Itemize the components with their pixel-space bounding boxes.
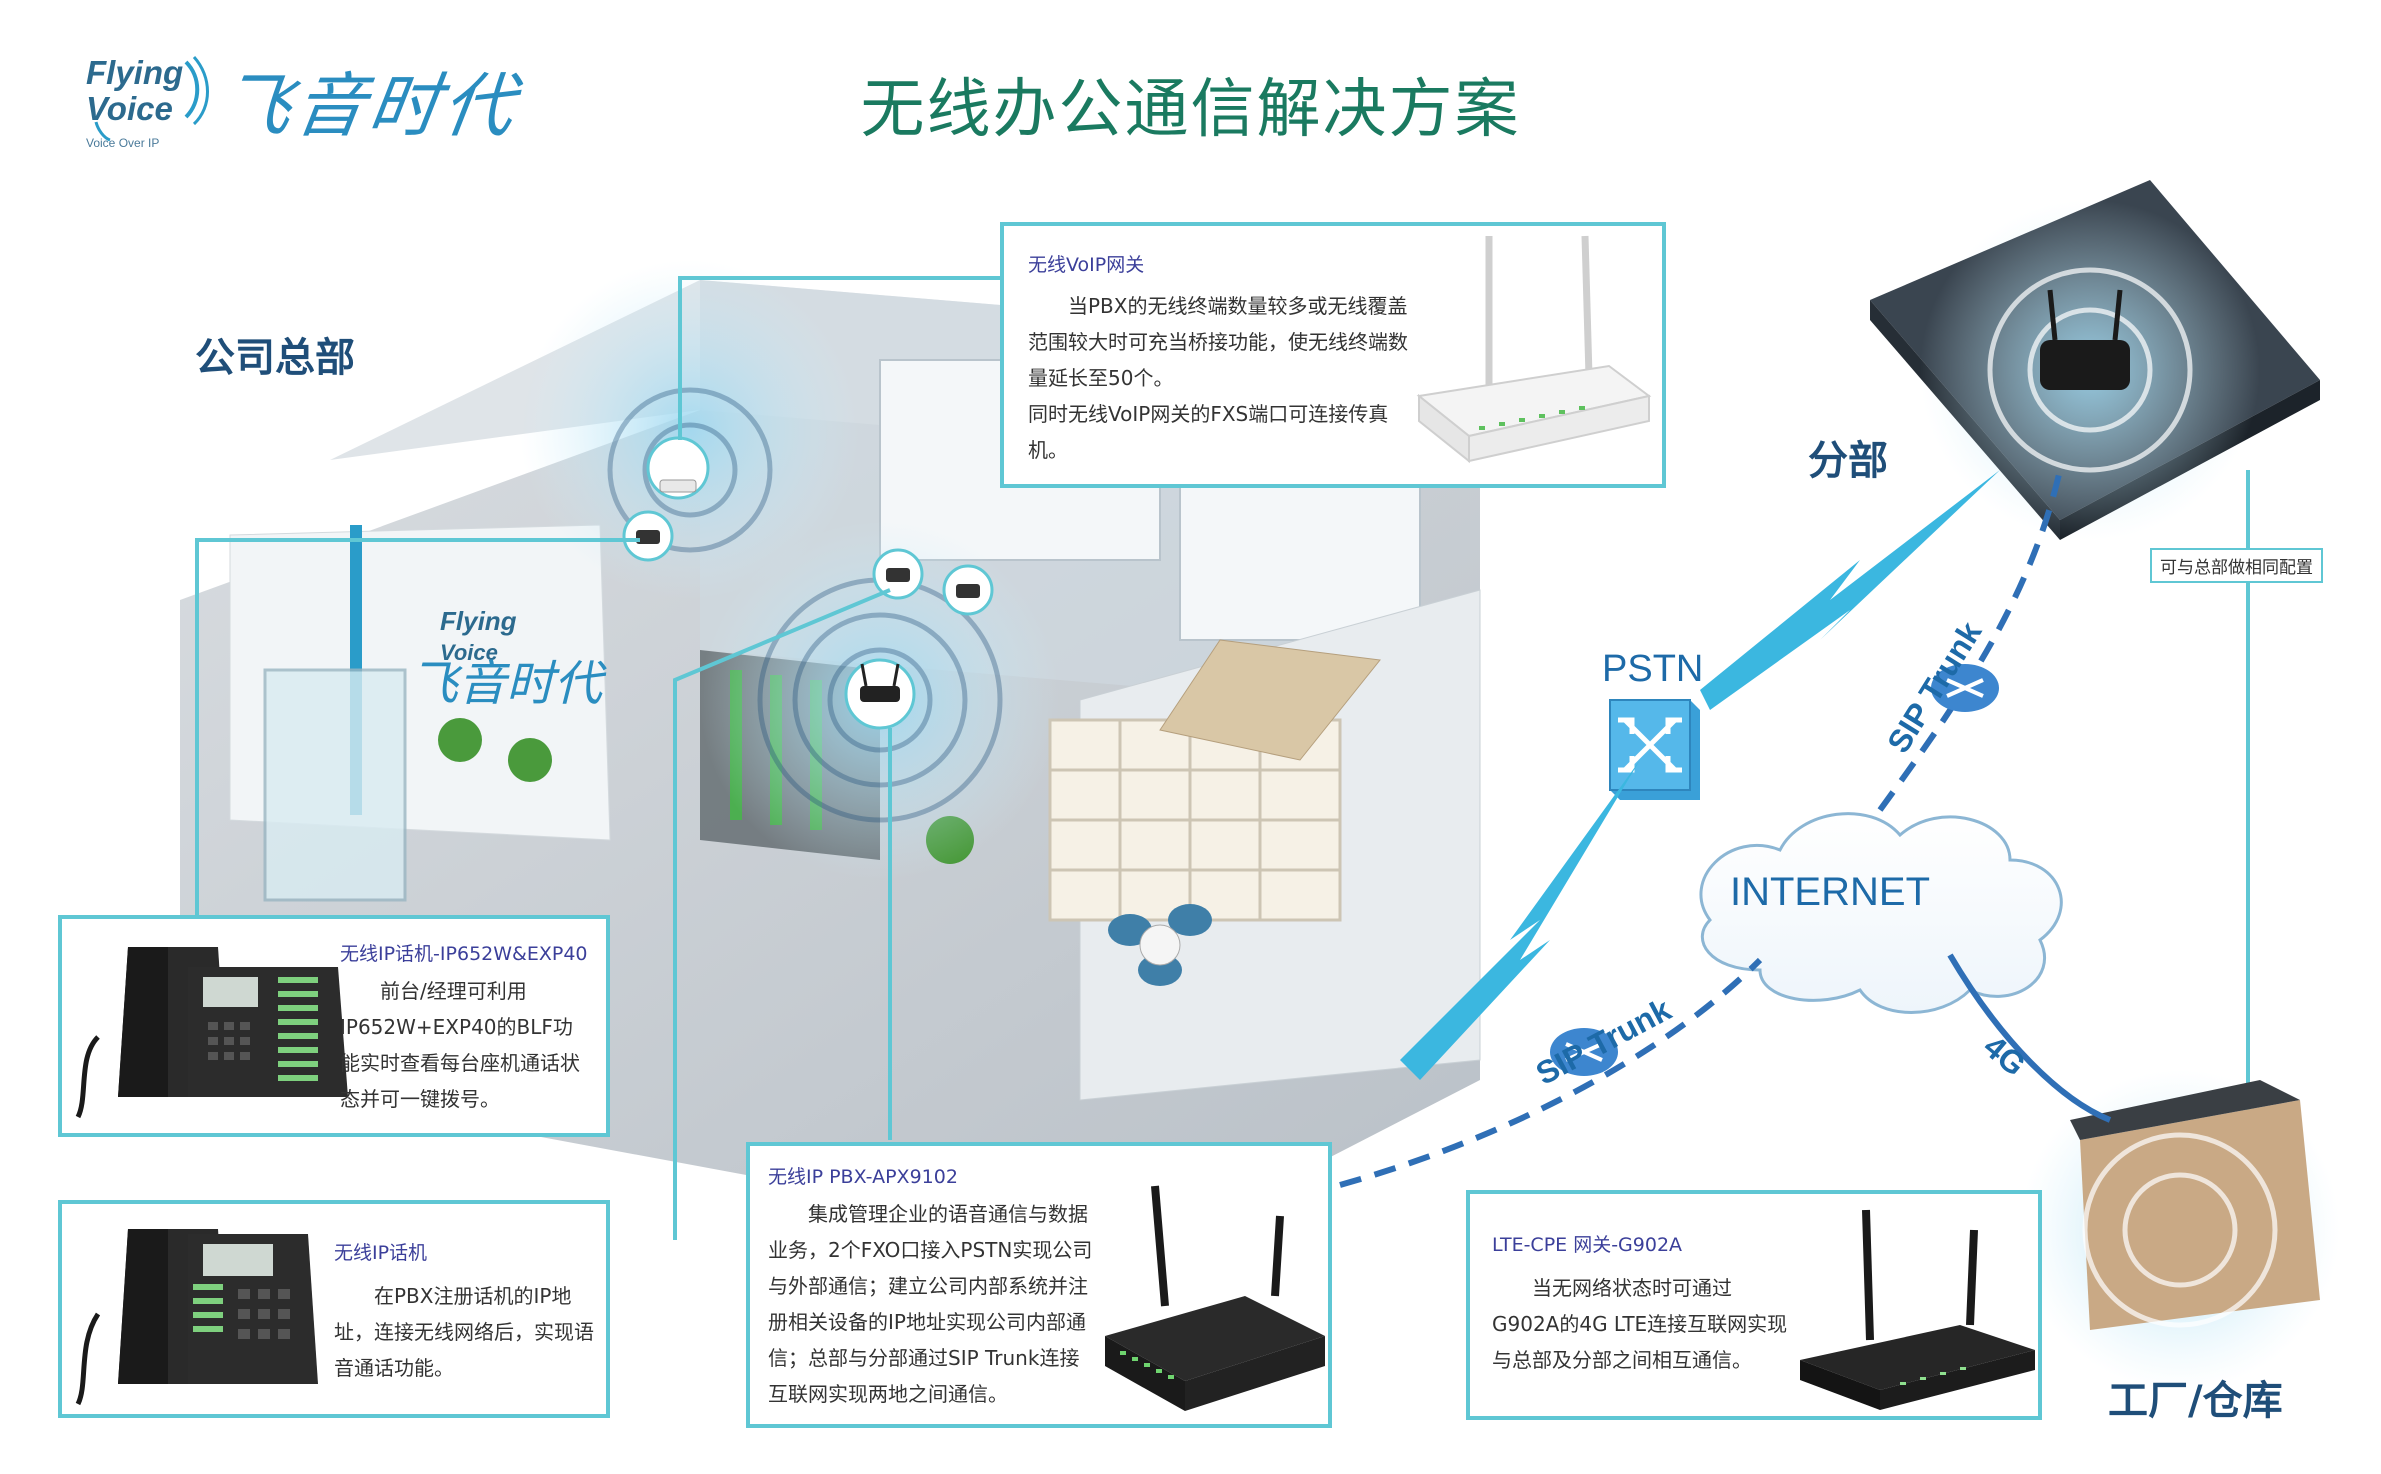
voip-gateway-device-icon [1416, 235, 1652, 464]
logo-mark [86, 52, 216, 146]
gateway-panel-title: 无线VoIP网关 [1028, 254, 1145, 276]
phone-exp-panel-title: 无线IP话机-IP652W&EXP40 [340, 943, 588, 965]
page-title: 无线办公通信解决方案 [860, 73, 1521, 147]
link-4g-line [1947, 953, 2112, 1123]
ip-phone-exp-device-icon [75, 947, 348, 1119]
phone-panel-text: 在PBX注册话机的IP地址，连接无线网络后，实现语音通话功能。 [334, 1284, 594, 1380]
svg-text:飞音时代: 飞音时代 [410, 656, 607, 712]
pstn-label: PSTN [1602, 648, 1704, 690]
branch-config-note: 可与总部做相同配置 [2150, 548, 2323, 583]
lte-cpe-device-icon [1800, 1209, 2035, 1410]
pstn-switch-icon [1609, 699, 1700, 800]
ip-phone-device-icon [75, 1229, 318, 1406]
svg-text:Voice: Voice [440, 640, 498, 665]
svg-text:Flying: Flying [440, 606, 517, 636]
branch-office-illustration [1870, 180, 2320, 540]
branch-label: 分部 [1808, 438, 1888, 484]
sip-router-icons [1550, 664, 1999, 1076]
phone-exp-panel: 无线IP话机-IP652W&EXP40 前台/经理可利用IP652W+EXP40… [58, 915, 610, 1137]
factory-label: 工厂/仓库 [2108, 1378, 2283, 1424]
logo-wave-icon [94, 55, 209, 142]
phone-panel-title: 无线IP话机 [334, 1242, 428, 1264]
gateway-panel: 无线VoIP网关 当PBX的无线终端数量较多或无线覆盖范围较大时可充当桥接功能，… [1000, 222, 1666, 488]
pbx-panel-text: 集成管理企业的语音通信与数据业务，2个FXO口接入PSTN实现公司与外部通信；建… [768, 1202, 1093, 1406]
panel-connectors [195, 276, 2250, 1240]
hq-label: 公司总部 [195, 335, 355, 381]
internet-label: INTERNET [1730, 870, 1930, 914]
pbx-panel-title: 无线IP PBX-APX9102 [768, 1166, 958, 1188]
lightning-links [1400, 470, 2000, 1080]
lte-panel: LTE-CPE 网关-G902A 当无网络状态时可通过G902A的4G LTE连… [1466, 1190, 2042, 1420]
phone-exp-panel-text: 前台/经理可利用IP652W+EXP40的BLF功能实时查看每台座机通话状态并可… [340, 979, 580, 1111]
phone-panel: 无线IP话机 在PBX注册话机的IP地址，连接无线网络后，实现语音通话功能。 [58, 1200, 610, 1418]
factory-illustration [2020, 1070, 2340, 1390]
internet-cloud [1699, 812, 2063, 1014]
pbx-panel: 无线IP PBX-APX9102 集成管理企业的语音通信与数据业务，2个FXO口… [746, 1142, 1332, 1428]
logo-tagline: Voice Over IP [86, 136, 160, 150]
logo-english-text: Flying Voice [86, 54, 184, 127]
lte-panel-text: 当无网络状态时可通过G902A的4G LTE连接互联网实现与总部及分部之间相互通… [1492, 1276, 1788, 1372]
lte-panel-title: LTE-CPE 网关-G902A [1492, 1234, 1683, 1256]
ip-pbx-device-icon [1105, 1185, 1325, 1411]
sip-trunk-links [1339, 469, 2063, 1188]
gateway-panel-text: 当PBX的无线终端数量较多或无线覆盖范围较大时可充当桥接功能，使无线终端数量延长… [1028, 294, 1408, 462]
